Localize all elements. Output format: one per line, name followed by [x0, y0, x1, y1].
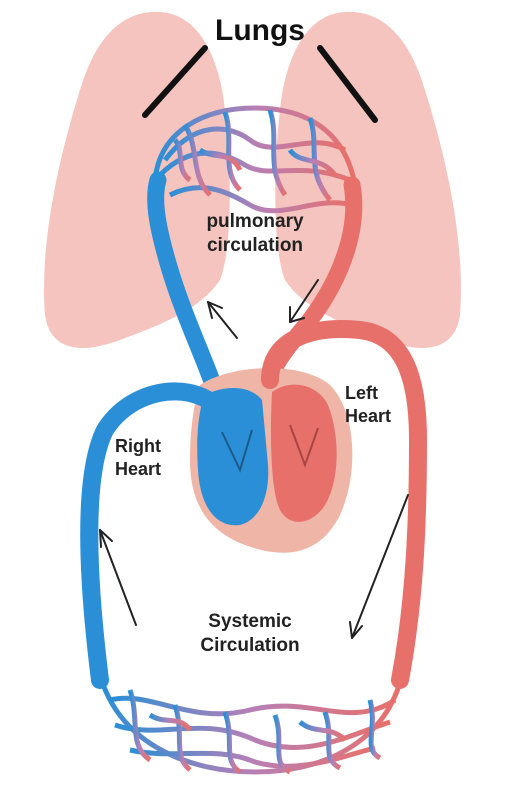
right-heart-label-line2: Heart: [115, 458, 195, 481]
arrow-systemic-out: [352, 495, 408, 638]
left-heart-label-line1: Left: [345, 382, 435, 405]
left-heart-chamber: [271, 385, 337, 522]
pulmonary-circulation-label: pulmonary circulation: [180, 210, 330, 258]
right-lung: [275, 12, 461, 348]
pulmonary-label-line2: circulation: [180, 234, 330, 258]
systemic-capillary-network: [100, 675, 402, 772]
systemic-label-line2: Circulation: [160, 634, 340, 658]
arrow-systemic-return: [100, 530, 136, 625]
left-heart-label: Left Heart: [345, 382, 435, 427]
right-heart-label: Right Heart: [115, 435, 195, 480]
systemic-label-line1: Systemic: [160, 610, 340, 634]
systemic-circulation-label: Systemic Circulation: [160, 610, 340, 658]
right-heart-label-line1: Right: [115, 435, 195, 458]
pulmonary-label-line1: pulmonary: [180, 210, 330, 234]
lungs-label: Lungs: [195, 12, 325, 50]
left-heart-label-line2: Heart: [345, 405, 435, 428]
